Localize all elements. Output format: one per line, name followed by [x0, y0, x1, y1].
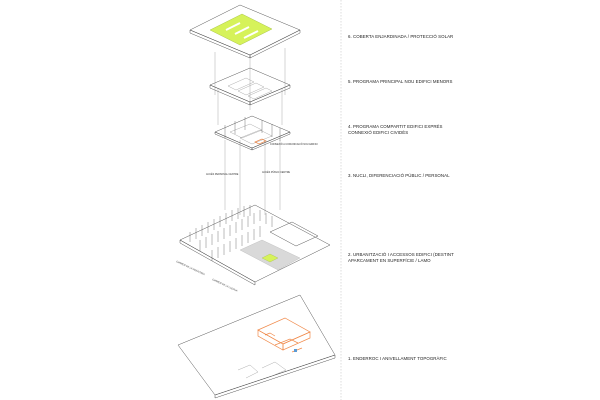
- green-roof: [209, 13, 273, 46]
- annotation-connexio: CONNEXIÓ A COMUNICACIÓ NOU EDIFICI: [270, 143, 318, 146]
- tree-posts: [189, 205, 273, 261]
- label-layer-4b: CONNEXIÓ EDIFICI CIVIDÈS: [348, 130, 408, 135]
- label-layer-2b: APARCAMENT EN SUPERFÍCIE / LAMO: [348, 258, 431, 263]
- label-layer-2a: 2. URBANITZACIÓ I ACCESSOS EDIFICI (DEST…: [348, 252, 454, 257]
- orange-connection: [254, 138, 267, 145]
- layer-4-shared-program: CONNEXIÓ A COMUNICACIÓ NOU EDIFICI: [214, 115, 318, 215]
- annotation-street1: CARRER DE LA INDÚSTRIA: [176, 260, 206, 276]
- label-layer-4a: 4. PROGRAMA COMPARTIT EDIFICI EXPRÉS: [348, 124, 443, 129]
- label-layer-3: 3. NUCLI, DIFERENCIACIÓ PÚBLIC / PERSONA…: [348, 173, 450, 178]
- layer-1-topography: [177, 294, 336, 399]
- annotation-street2: CARRER DE LA LLEGUA: [212, 278, 239, 293]
- layer-2-urbanization: CARRER DE LA INDÚSTRIA CARRER DE LA LLEG…: [176, 204, 331, 293]
- label-layer-5: 5. PROGRAMA PRINCIPAL NOU EDIFICI MENORS: [348, 79, 452, 84]
- annotation-acces-personal: ACCÉS PERSONAL CENTRE: [206, 173, 239, 176]
- green-plaza: [261, 253, 279, 263]
- label-layer-6: 6. COBERTA ENJARDINADA / PROTECCIÓ SOLAR: [348, 34, 453, 39]
- layer-6-roof: [189, 4, 301, 110]
- orange-footprint: [257, 317, 311, 353]
- annotation-acces-public: ACCÉS PÚBLIC CENTRE: [262, 171, 290, 174]
- label-layer-1: 1. ENDERROC I ANIVELLAMENT TOPOGRÀFIC: [348, 356, 447, 361]
- layer-5-main-program: [209, 67, 291, 125]
